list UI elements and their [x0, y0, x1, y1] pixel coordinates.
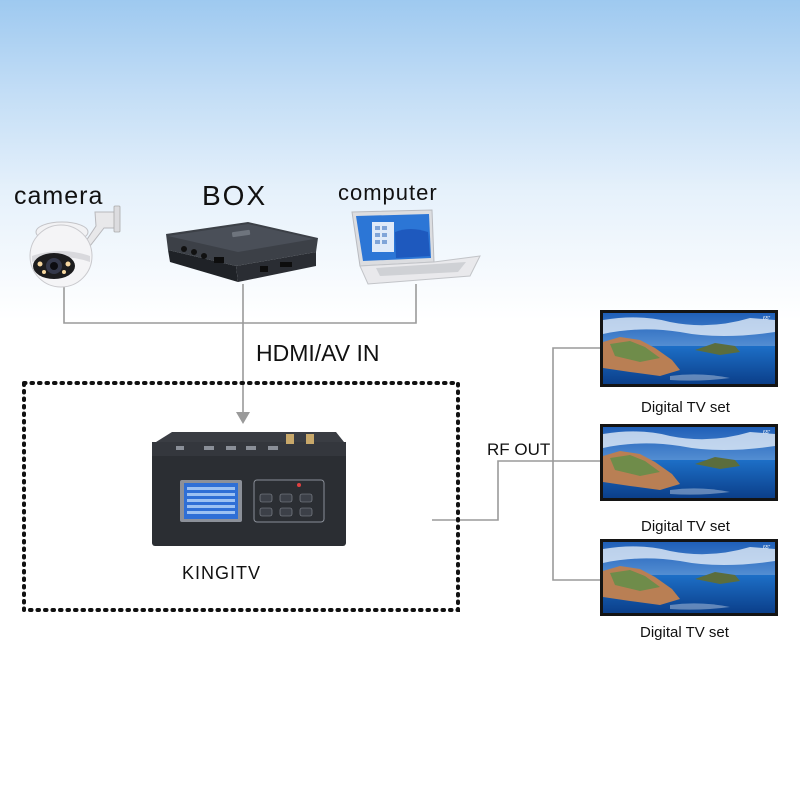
input-arrow	[236, 412, 250, 424]
tv-branch-line	[552, 347, 602, 581]
tv-set-label: Digital TV set	[641, 399, 730, 416]
rf-out-label: RF OUT	[487, 440, 551, 459]
encoder-label: KINGITV	[182, 563, 262, 583]
rf-out-line	[432, 460, 553, 521]
computer-label: computer	[338, 180, 438, 205]
tv-set-2	[600, 424, 778, 501]
tv-set-label: Digital TV set	[640, 624, 729, 641]
camera-device	[29, 205, 121, 288]
box-label: BOX	[202, 180, 268, 211]
camera-label: camera	[14, 182, 104, 210]
tv-set-3	[600, 539, 778, 616]
computer-device	[351, 209, 481, 285]
box-device	[166, 222, 318, 282]
encoder-enclosure	[22, 381, 460, 612]
tv-set-1	[600, 310, 778, 387]
hdmi-av-in-label: HDMI/AV IN	[256, 340, 380, 366]
tv-set-label: Digital TV set	[641, 518, 730, 535]
encoder-device	[152, 432, 346, 546]
input-bus-line	[63, 284, 417, 324]
